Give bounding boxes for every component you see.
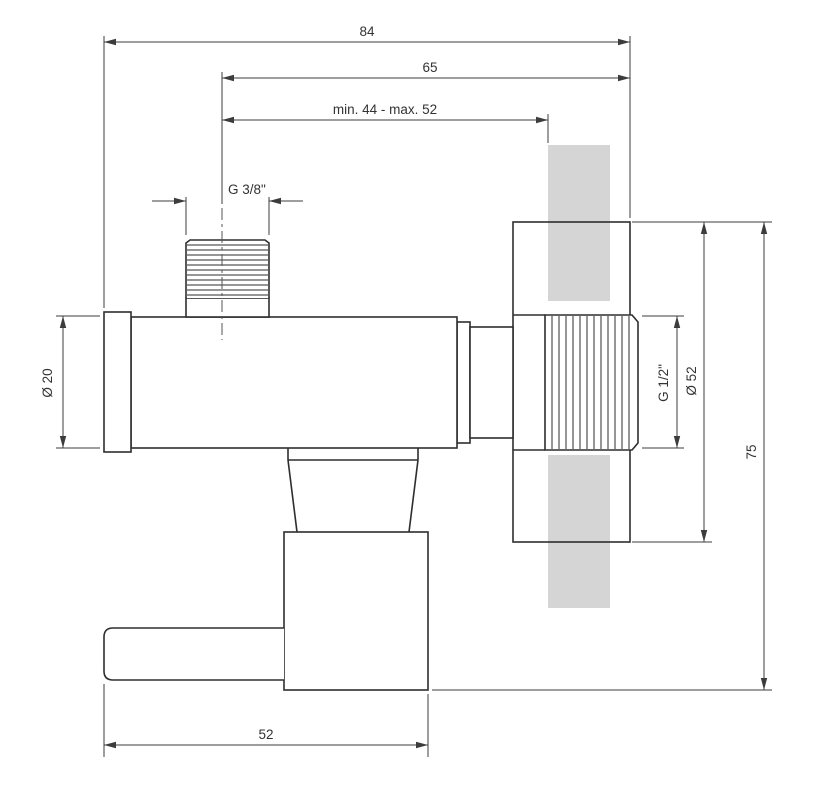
outlet-neck xyxy=(185,297,270,318)
dimension-inlet-thread: G 1/2" xyxy=(642,315,684,449)
dimension-label-g38: G 3/8" xyxy=(228,182,266,197)
dimensions-group: 84 65 min. 44 - max. 52 G 3/8" Ø 20 xyxy=(40,24,772,757)
outlet-thread-outline xyxy=(185,239,270,298)
outlet-thread-lines xyxy=(187,244,268,296)
valve-handle xyxy=(103,627,284,681)
dimension-body-diameter: Ø 20 xyxy=(40,315,100,449)
left-end-cap xyxy=(103,311,132,453)
dimension-handle-length: 52 xyxy=(103,684,429,757)
inlet-thread-lines xyxy=(551,316,630,449)
wall-lower-section xyxy=(548,455,610,608)
dimension-label-wall-range: min. 44 - max. 52 xyxy=(333,102,437,117)
dimension-top-thread: G 3/8" xyxy=(152,182,303,235)
valve-body-group xyxy=(103,208,639,691)
wall-section xyxy=(548,145,610,608)
connector-step-1 xyxy=(456,321,471,444)
dimension-label-d52: Ø 52 xyxy=(684,366,699,395)
dimension-label-75: 75 xyxy=(744,444,759,459)
dimension-plate-diameter: Ø 52 xyxy=(632,222,712,543)
dimension-label-52: 52 xyxy=(258,727,273,742)
handle-housing xyxy=(283,531,429,691)
main-body xyxy=(130,316,458,449)
dimension-label-84: 84 xyxy=(359,24,375,39)
dimension-overall-height: 75 xyxy=(432,221,772,691)
dimension-label-65: 65 xyxy=(422,60,437,75)
dimension-label-g12: G 1/2" xyxy=(656,364,671,402)
connector-step-2 xyxy=(469,326,514,439)
dimension-overall-width: 84 xyxy=(103,24,631,308)
transition-taper-right xyxy=(408,459,419,533)
dimension-wall-distance: min. 44 - max. 52 xyxy=(222,102,549,143)
dimension-width-to-plate: 65 xyxy=(221,60,630,204)
transition-taper-left xyxy=(287,459,298,533)
wall-upper-section xyxy=(548,145,610,301)
dimension-label-d20: Ø 20 xyxy=(40,368,55,397)
